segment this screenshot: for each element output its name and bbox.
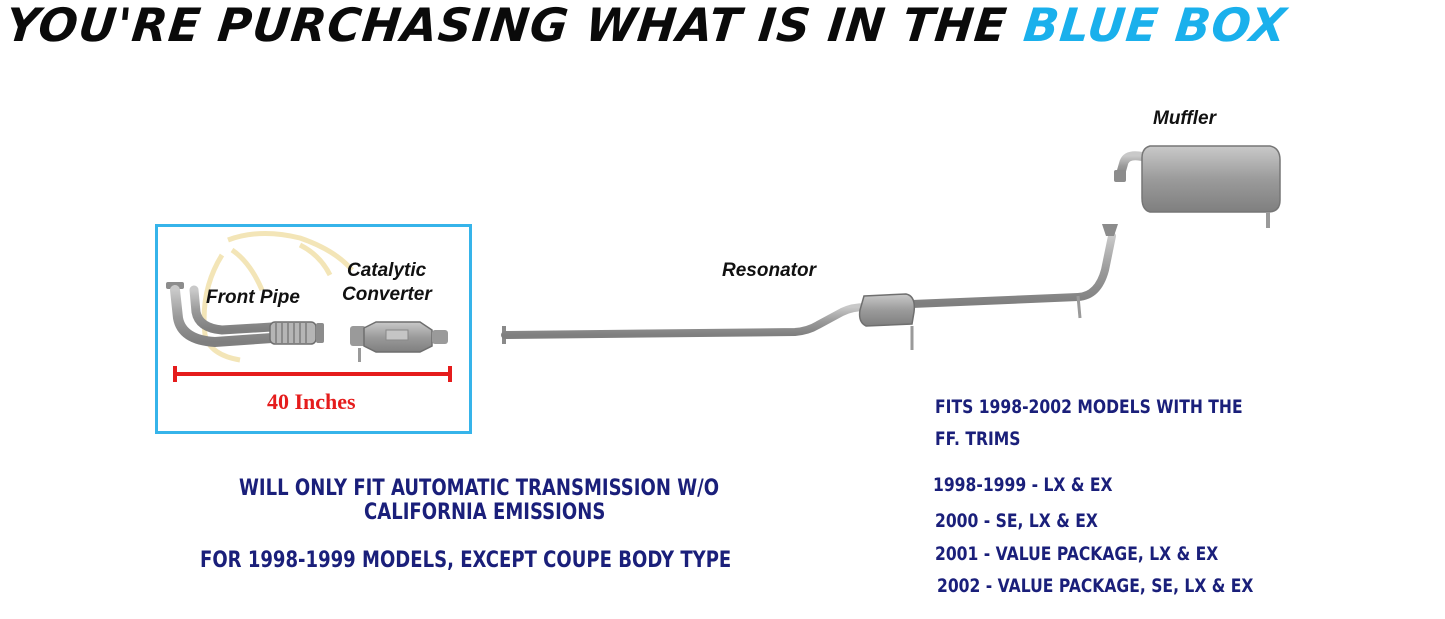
fitment-intro-line2: FF. TRIMS [935, 428, 1021, 450]
fitment-trim-2001: 2001 - VALUE PACKAGE, LX & EX [935, 543, 1219, 565]
transmission-note-line2: CALIFORNIA EMISSIONS [364, 500, 606, 525]
resonator-label: Resonator [722, 260, 816, 281]
blue-box-frame [155, 224, 472, 434]
fitment-trim-2002: 2002 - VALUE PACKAGE, SE, LX & EX [937, 575, 1254, 597]
front-pipe-part [166, 282, 324, 348]
catalytic-converter-part [350, 321, 448, 362]
transmission-note-line1: WILL ONLY FIT AUTOMATIC TRANSMISSION W/O [239, 476, 720, 501]
front-pipe-label: Front Pipe [206, 287, 300, 308]
catalytic-label-line1: Catalytic [347, 260, 427, 281]
muffler-part [1114, 145, 1308, 228]
fitment-intro-line1: FITS 1998-2002 MODELS WITH THE [935, 396, 1243, 418]
catalytic-label-line2: Converter [342, 284, 432, 305]
fitment-trim-1998-1999: 1998-1999 - LX & EX [933, 474, 1113, 496]
models-note: FOR 1998-1999 MODELS, EXCEPT COUPE BODY … [200, 548, 732, 573]
muffler-label: Muffler [1153, 108, 1216, 129]
measurement-line [173, 366, 452, 382]
resonator-part [501, 224, 1118, 350]
fitment-trim-2000: 2000 - SE, LX & EX [935, 510, 1098, 532]
horse-watermark [201, 230, 354, 363]
measurement-label: 40 Inches [267, 389, 356, 414]
